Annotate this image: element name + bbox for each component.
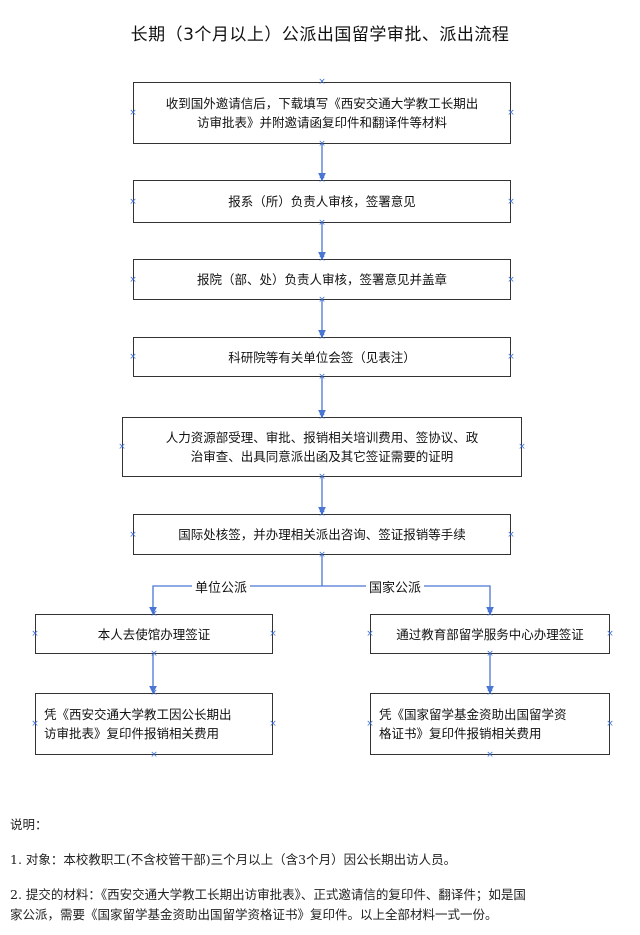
connection-handle-icon: × [318,550,326,560]
flow-step-4: 科研院等有关单位会签（见表注） [133,337,511,377]
connection-handle-icon: × [486,649,494,659]
connection-handle-icon: × [318,412,326,422]
connection-handle-icon: × [507,274,515,285]
connection-handle-icon: × [318,77,326,87]
connection-handle-icon: × [318,372,326,382]
connection-handle-icon: × [129,529,137,540]
flow-right-step-1: 通过教育部留学服务中心办理签证 [370,614,610,654]
connection-handle-icon: × [486,750,494,760]
branch-label-national: 国家公派 [366,577,425,596]
connection-handle-icon: × [129,352,137,362]
connection-handle-icon: × [318,218,326,228]
flow-step-text: 凭《国家留学基金资助出国留学资 [379,707,567,722]
note-item-1: 1. 对象：本校教职工(不含校管干部)三个月以上（含3个月）因公长期出访人员。 [10,852,457,867]
page-title: 长期（3个月以上）公派出国留学审批、派出流程 [130,25,510,45]
connection-handle-icon: × [606,719,614,729]
flow-step-text: 报系（所）负责人审核，签署意见 [228,194,416,209]
connection-handle-icon: × [150,688,158,698]
flow-step-text: 报院（部、处）负责人审核，签署意见并盖章 [196,272,447,287]
flow-step-text: 通过教育部留学服务中心办理签证 [396,626,584,642]
connection-handle-icon: × [318,175,326,185]
connection-handle-icon: × [129,108,137,118]
flow-step-2: 报系（所）负责人审核，签署意见 [133,180,511,223]
flow-right-step-2: 凭《国家留学基金资助出国留学资 格证书》复印件报销相关费用 [370,693,610,755]
connection-handle-icon: × [150,649,158,659]
connection-handle-icon: × [486,609,494,619]
notes-heading: 说明： [10,817,48,832]
connection-handle-icon: × [318,139,326,149]
flow-step-3: 报院（部、处）负责人审核，签署意见并盖章 [133,259,511,300]
connection-handle-icon: × [507,196,515,207]
flow-step-text: 本人去使馆办理签证 [97,626,211,642]
connection-handle-icon: × [150,609,158,619]
connection-handle-icon: × [366,629,374,639]
connection-handle-icon: × [318,509,326,519]
connection-handle-icon: × [318,332,326,342]
flow-step-text: 凭《西安交通大学教工因公长期出 [44,707,232,722]
connection-handle-icon: × [507,108,515,118]
connection-handle-icon: × [31,629,39,639]
connection-handle-icon: × [269,719,277,729]
connection-handle-icon: × [507,352,515,362]
connection-handle-icon: × [31,719,39,729]
arrow-branch-left [149,585,322,615]
flow-left-step-2: 凭《西安交通大学教工因公长期出 访审批表》复印件报销相关费用 [35,693,273,755]
connection-handle-icon: × [366,719,374,729]
flow-step-text: 格证书》复印件报销相关费用 [379,726,542,741]
connection-handle-icon: × [318,472,326,482]
flow-step-6: 国际处核签，并办理相关派出咨询、签证报销等手续 [133,514,511,555]
flow-step-5: 人力资源部受理、审批、报销相关培训费用、签协议、政 治审查、出具同意派出函及其它… [122,417,522,477]
flow-step-text: 人力资源部受理、审批、报销相关培训费用、签协议、政 [165,430,479,445]
connection-handle-icon: × [269,629,277,639]
flow-step-text: 国际处核签，并办理相关派出咨询、签证报销等手续 [178,527,466,542]
connection-handle-icon: × [129,196,137,207]
connection-handle-icon: × [518,442,526,452]
note-item-2-line1: 2. 提交的材料：《西安交通大学教工长期出访审批表》、正式邀请信的复印件、翻译件… [10,887,526,902]
flow-step-text: 科研院等有关单位会签（见表注） [228,349,416,365]
flow-step-text: 访审批表》复印件报销相关费用 [44,726,220,741]
connection-handle-icon: × [318,254,326,264]
connection-handle-icon: × [606,629,614,639]
connection-handle-icon: × [129,274,137,285]
connection-handle-icon: × [318,295,326,305]
connection-handle-icon: × [486,688,494,698]
flow-step-text: 访审批表》并附邀请函复印件和翻译件等材料 [196,115,447,130]
note-item-2-line2: 家公派，需要《国家留学基金资助出国留学资格证书》复印件。以上全部材料一式一份。 [10,907,498,922]
connection-handle-icon: × [507,529,515,540]
branch-label-unit: 单位公派 [192,577,251,596]
flow-left-step-1: 本人去使馆办理签证 [35,614,273,654]
flow-step-text: 收到国外邀请信后，下载填写《西安交通大学教工长期出 [165,96,479,111]
connection-handle-icon: × [118,442,126,452]
flow-step-text: 治审查、出具同意派出函及其它签证需要的证明 [190,449,454,464]
flow-step-1: 收到国外邀请信后，下载填写《西安交通大学教工长期出 访审批表》并附邀请函复印件和… [133,82,511,144]
connection-handle-icon: × [150,750,158,760]
